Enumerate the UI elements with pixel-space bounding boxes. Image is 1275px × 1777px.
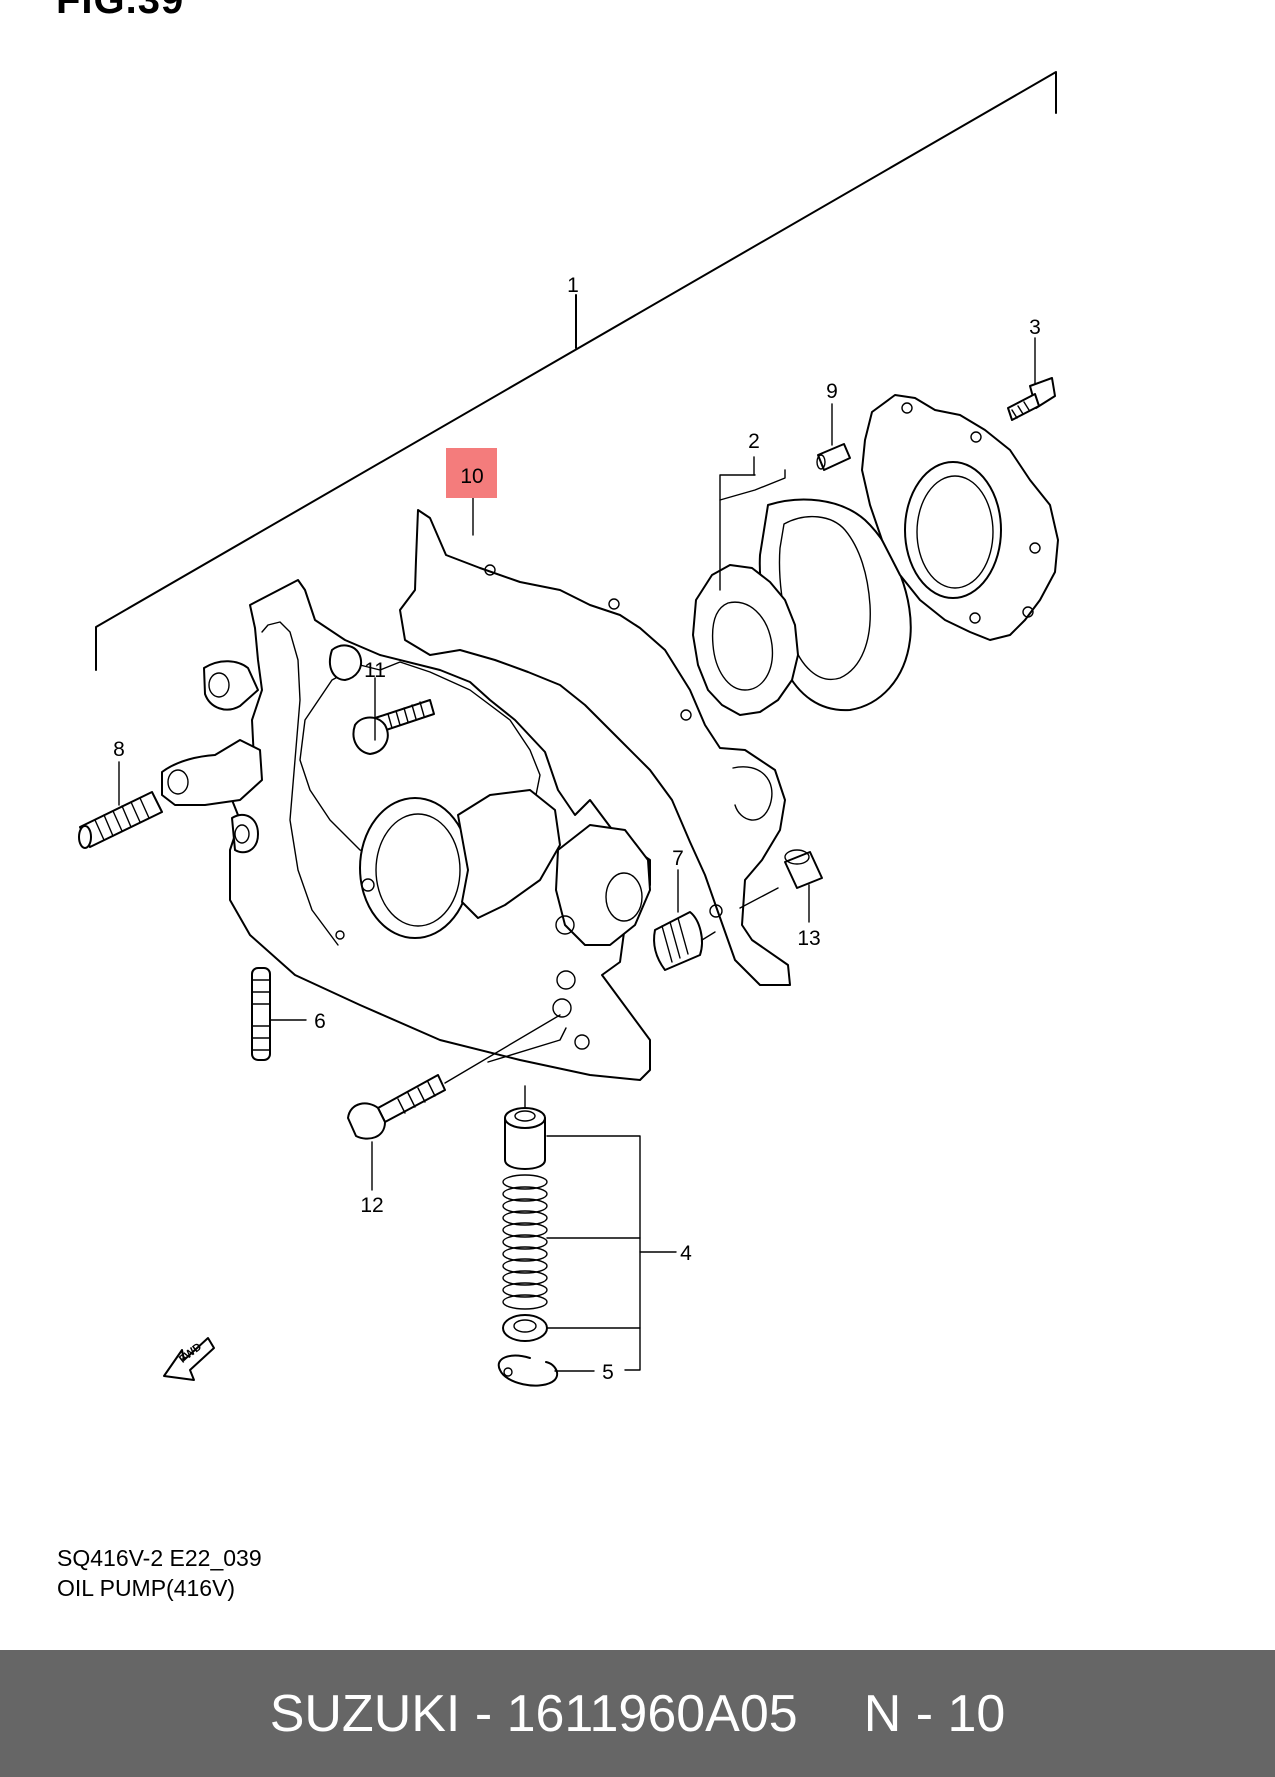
fwd-arrow-icon: FWD (163, 1337, 215, 1381)
oil-pump-body[interactable] (161, 579, 651, 1081)
leader-lines (118, 337, 1036, 1372)
pump-cover-part[interactable] (861, 394, 1059, 641)
dowel-part[interactable] (739, 849, 823, 909)
highlight-box (446, 448, 497, 498)
gasket-part[interactable] (399, 509, 791, 986)
callout-10[interactable]: 10 (460, 465, 483, 488)
stud-6[interactable] (251, 967, 271, 1061)
diagram-code: SQ416V-2 E22_039 (57, 1545, 262, 1571)
figure-title: FIG.39 (56, 0, 185, 22)
part-reference: N - 10 (863, 1684, 1006, 1743)
part-number: SUZUKI - 1611960A05 (269, 1684, 798, 1743)
rotor-set-part[interactable] (692, 498, 912, 716)
callout-12[interactable]: 12 (360, 1194, 383, 1217)
assembly-bracket (95, 71, 1057, 671)
callout-3[interactable]: 3 (1029, 316, 1041, 339)
diagram-name: OIL PUMP(416V) (57, 1575, 236, 1601)
circlip-part[interactable] (497, 1354, 559, 1387)
footer-bar: SUZUKI - 1611960A05 N - 10 (0, 1650, 1275, 1777)
callout-8[interactable]: 8 (113, 738, 125, 761)
callout-4[interactable]: 4 (680, 1242, 692, 1265)
callout-7[interactable]: 7 (672, 847, 684, 870)
callout-2[interactable]: 2 (748, 430, 760, 453)
screw-part[interactable] (1007, 377, 1056, 421)
callout-13[interactable]: 13 (797, 927, 820, 950)
callout-5[interactable]: 5 (602, 1361, 614, 1384)
bolt-12[interactable] (347, 1014, 561, 1140)
diagram-caption: SQ416V-2 E22_039 OIL PUMP(416V) (57, 1543, 262, 1603)
stud-bolt-8[interactable] (78, 791, 163, 849)
callout-1[interactable]: 1 (567, 274, 579, 297)
callout-6[interactable]: 6 (314, 1010, 326, 1033)
bolt-11[interactable] (352, 699, 435, 755)
pin-part[interactable] (816, 443, 851, 471)
relief-valve-retainer[interactable] (502, 1314, 548, 1342)
callout-9[interactable]: 9 (826, 380, 838, 403)
exploded-parts-diagram: 1 2 3 4 5 6 7 8 9 10 11 12 13 FWD (78, 71, 1059, 1387)
callout-11[interactable]: 11 (364, 659, 386, 682)
relief-valve-plunger[interactable] (504, 1085, 546, 1170)
plug-part[interactable] (653, 911, 716, 971)
relief-valve-spring[interactable] (502, 1174, 548, 1310)
